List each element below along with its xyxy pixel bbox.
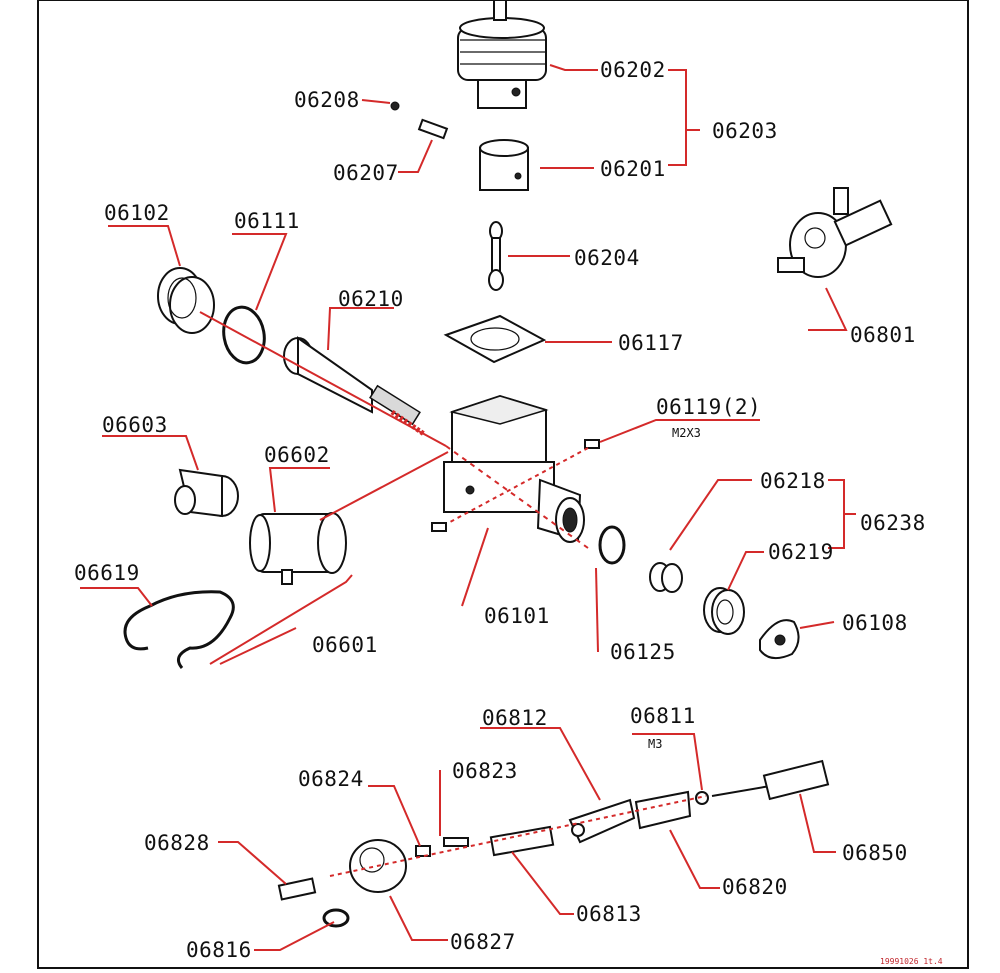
- part-muffler: [249, 512, 347, 585]
- label-06823: 06823: [452, 759, 518, 783]
- label-06813: 06813: [576, 902, 642, 926]
- part-carburetor-assembly: [777, 187, 893, 278]
- label-06811-size: M3: [648, 737, 662, 751]
- label-06824: 06824: [298, 767, 364, 791]
- label-06202: 06202: [600, 58, 666, 82]
- label-06603: 06603: [102, 413, 168, 437]
- part-cylinder: [457, 0, 547, 109]
- part-needle-valve-assembly: [277, 759, 830, 928]
- part-exhaust-elbow: [174, 468, 239, 518]
- leader-lines: [80, 64, 856, 951]
- label-06601: 06601: [312, 633, 378, 657]
- label-06101: 06101: [484, 604, 550, 628]
- page-frame: [37, 0, 969, 969]
- label-06602: 06602: [264, 443, 330, 467]
- label-06210: 06210: [338, 287, 404, 311]
- part-crankcase: [443, 394, 585, 543]
- label-06828: 06828: [144, 831, 210, 855]
- part-wrist-pin: [417, 118, 449, 140]
- label-06102: 06102: [104, 201, 170, 225]
- label-06117: 06117: [618, 331, 684, 355]
- part-muffler-spring: [123, 590, 235, 669]
- label-06208: 06208: [294, 88, 360, 112]
- part-pin-clip: [390, 101, 400, 111]
- part-thrust-washer: [598, 525, 626, 565]
- part-front-bearing: [649, 562, 683, 593]
- label-06119: 06119(2): [656, 395, 761, 419]
- label-06850: 06850: [842, 841, 908, 865]
- label-06816: 06816: [186, 938, 252, 962]
- part-crankshaft: [283, 336, 426, 437]
- label-06108: 06108: [842, 611, 908, 635]
- part-gasket: [443, 314, 547, 364]
- label-06125: 06125: [610, 640, 676, 664]
- label-06238: 06238: [860, 511, 926, 535]
- drawing-date-stamp: 19991026 1t.4: [880, 957, 943, 966]
- label-06801: 06801: [850, 323, 916, 347]
- label-06207: 06207: [333, 161, 399, 185]
- part-labels: 06202 06203 06208 06207 06201 06102 0611…: [74, 58, 926, 962]
- part-drive-washer: [759, 619, 800, 660]
- label-06812: 06812: [482, 706, 548, 730]
- label-06219: 06219: [768, 540, 834, 564]
- part-screw: [431, 439, 600, 532]
- part-back-plate: [157, 267, 215, 334]
- label-06203: 06203: [712, 119, 778, 143]
- label-06811: 06811: [630, 704, 696, 728]
- label-06619: 06619: [74, 561, 140, 585]
- part-connecting-rod: [488, 221, 504, 291]
- part-piston: [479, 139, 529, 191]
- label-06119-size: M2X3: [672, 426, 701, 440]
- label-06201: 06201: [600, 157, 666, 181]
- part-rear-bearing: [703, 587, 745, 635]
- label-06111: 06111: [234, 209, 300, 233]
- label-06218: 06218: [760, 469, 826, 493]
- label-06827: 06827: [450, 930, 516, 954]
- label-06820: 06820: [722, 875, 788, 899]
- label-06204: 06204: [574, 246, 640, 270]
- part-o-ring: [222, 305, 266, 365]
